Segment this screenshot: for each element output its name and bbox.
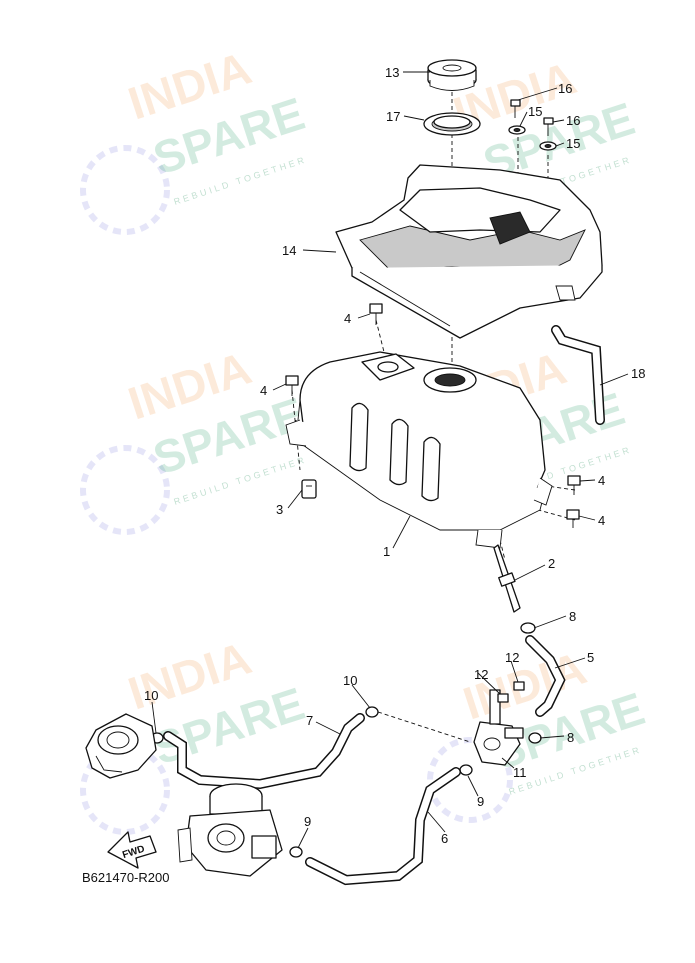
callout-13: 13 <box>385 65 399 80</box>
callout-1: 1 <box>383 544 390 559</box>
bolt-16-a <box>510 99 521 118</box>
grommet-15-a <box>508 125 526 135</box>
callout-9-b: 9 <box>304 814 311 829</box>
callout-8-b: 8 <box>567 730 574 745</box>
callout-11: 11 <box>513 765 527 780</box>
bolt-16-b <box>543 117 554 136</box>
callout-4-c: 4 <box>598 473 605 488</box>
vacuum-hose-7 <box>163 713 365 790</box>
callout-6: 6 <box>441 831 448 846</box>
clip-3 <box>301 479 317 499</box>
callout-4-d: 4 <box>598 513 605 528</box>
bolt-4-b <box>285 375 299 396</box>
callout-10-b: 10 <box>343 673 357 688</box>
callout-9-a: 9 <box>477 794 484 809</box>
callout-15-a: 15 <box>528 104 542 119</box>
clamp-10-b <box>365 706 379 718</box>
intake-manifold <box>85 713 157 779</box>
callout-3: 3 <box>276 502 283 517</box>
screw-12-a <box>497 693 509 703</box>
breather-hose <box>551 325 605 425</box>
callout-7: 7 <box>306 713 313 728</box>
watermark-top: INDIA SPARE REBUILD TOGETHER <box>80 41 311 235</box>
grommet-15-b <box>539 141 557 151</box>
callout-15-b: 15 <box>566 136 580 151</box>
callout-5: 5 <box>587 650 594 665</box>
callout-16-b: 16 <box>566 113 580 128</box>
callout-4-b: 4 <box>260 383 267 398</box>
diagram-reference-code: B621470-R200 <box>82 870 170 885</box>
clamp-9-b <box>289 846 303 858</box>
callout-labels: 13 17 14 16 15 16 15 4 4 18 4 4 3 1 2 8 … <box>144 65 645 846</box>
callout-12-a: 12 <box>474 667 488 682</box>
fuel-hose-6 <box>305 767 461 886</box>
fuel-fitting <box>493 544 521 613</box>
callout-16-a: 16 <box>558 81 572 96</box>
callout-8-a: 8 <box>569 609 576 624</box>
callout-17: 17 <box>386 109 400 124</box>
callout-14: 14 <box>282 243 296 258</box>
carburetor <box>177 783 283 877</box>
callout-leaders <box>151 71 629 849</box>
cap-gasket <box>423 112 481 136</box>
callout-18: 18 <box>631 366 645 381</box>
fuel-hose-5 <box>525 635 566 717</box>
clamp-9-a <box>459 764 473 776</box>
watermark-bottom-right: INDIA SPARE REBUILD TOGETHER <box>427 641 651 823</box>
tank-cover <box>335 164 603 339</box>
callout-10-a: 10 <box>144 688 158 703</box>
screw-12-b <box>513 681 525 691</box>
forward-direction-badge: FWD <box>107 831 157 869</box>
fuel-cap <box>427 59 477 91</box>
clamp-8-b <box>528 732 542 744</box>
bolt-4-a <box>369 303 383 325</box>
fuel-tank <box>285 351 553 549</box>
callout-2: 2 <box>548 556 555 571</box>
bolt-4-d <box>566 509 580 528</box>
fuel-cock <box>473 689 524 766</box>
bolt-4-c <box>567 475 581 495</box>
callout-4-a: 4 <box>344 311 351 326</box>
clamp-8-a <box>520 622 536 634</box>
callout-12-b: 12 <box>505 650 519 665</box>
